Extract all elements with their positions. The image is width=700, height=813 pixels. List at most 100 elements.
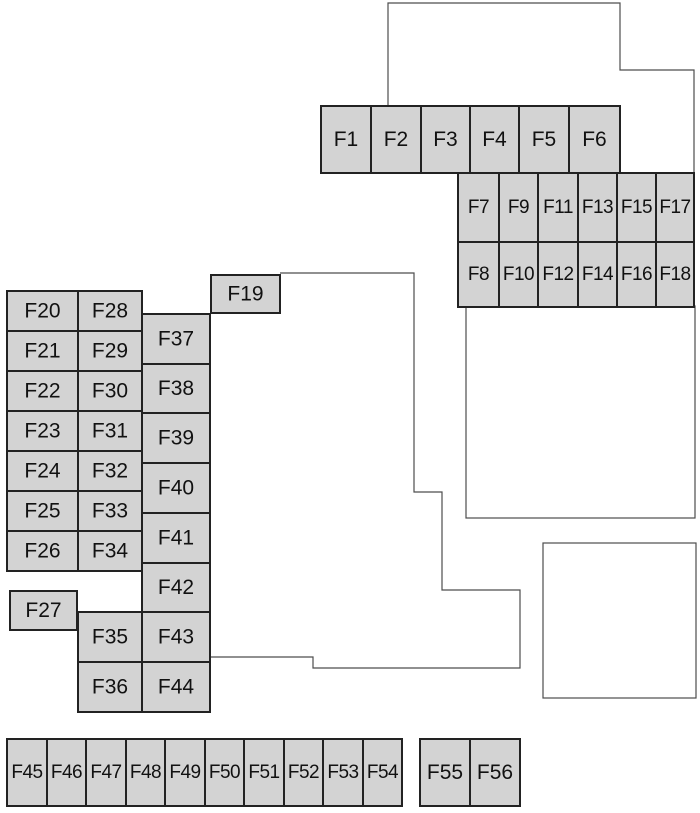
- fuse-slot: [320, 105, 372, 174]
- fuse-slot: [77, 410, 143, 452]
- fuse-f55: F55: [419, 738, 471, 807]
- fuse-label: F8: [468, 264, 489, 285]
- fuse-slot: [537, 241, 579, 308]
- fuse-f2: F2: [370, 105, 422, 174]
- fuse-f39: F39: [141, 412, 211, 464]
- fuse-f12: F12: [537, 241, 579, 308]
- fuse-f36: F36: [77, 661, 143, 713]
- fuse-f24: F24: [6, 450, 79, 492]
- fuse-label: F4: [482, 128, 507, 151]
- fuse-f26: F26: [6, 530, 79, 572]
- fuse-label: F53: [327, 762, 358, 783]
- fuse-label: F16: [621, 264, 652, 285]
- fuse-label: F27: [25, 599, 61, 622]
- fuse-label: F7: [468, 197, 489, 218]
- fuse-label: F2: [384, 128, 409, 151]
- fuse-slot: [577, 241, 618, 308]
- fuse-label: F11: [543, 197, 573, 218]
- fuse-label: F19: [227, 283, 263, 306]
- fuse-f33: F33: [77, 490, 143, 532]
- fuse-f46: F46: [46, 738, 87, 807]
- fuse-f38: F38: [141, 363, 211, 414]
- fuse-f37: F37: [141, 313, 211, 365]
- fuse-label: F3: [433, 128, 458, 151]
- fuse-label: F39: [158, 427, 194, 450]
- fuse-label: F51: [248, 762, 279, 783]
- right-small-block-outline: [542, 542, 697, 699]
- fuse-f42: F42: [141, 562, 211, 613]
- fuse-f41: F41: [141, 512, 211, 564]
- fuse-f1: F1: [320, 105, 372, 174]
- fuse-slot: [46, 738, 87, 807]
- fuse-f25: F25: [6, 490, 79, 532]
- fuse-label: F35: [92, 626, 128, 649]
- fuse-label: F48: [130, 762, 161, 783]
- fuse-label: F26: [24, 540, 60, 563]
- fuse-slot: [164, 738, 206, 807]
- fuse-label: F31: [92, 420, 128, 443]
- fuse-f43: F43: [141, 611, 211, 663]
- fuse-f17: F17: [655, 172, 695, 243]
- fuse-slot: [655, 241, 695, 308]
- fuse-f34: F34: [77, 530, 143, 572]
- fuse-label: F10: [503, 264, 534, 285]
- fuse-f50: F50: [204, 738, 245, 807]
- fuse-label: F17: [659, 197, 690, 218]
- fuse-f22: F22: [6, 370, 79, 412]
- fuse-slot: [210, 274, 281, 314]
- fuse-label: F6: [582, 128, 607, 151]
- fuse-label: F43: [158, 626, 194, 649]
- fuse-label: F42: [158, 576, 194, 599]
- fuse-slot: [77, 611, 143, 663]
- fuse-label: F5: [532, 128, 557, 151]
- fuse-f45: F45: [6, 738, 48, 807]
- fuse-slot: [6, 530, 79, 572]
- fuse-label: F24: [24, 460, 61, 483]
- fuse-label: F14: [582, 264, 614, 285]
- fuse-f40: F40: [141, 462, 211, 514]
- fuse-label: F45: [11, 762, 42, 783]
- fuse-label: F20: [24, 300, 60, 323]
- fuse-label: F32: [92, 460, 128, 483]
- fuse-label: F13: [582, 197, 613, 218]
- fuse-f9: F9: [498, 172, 539, 243]
- fuse-label: F50: [209, 762, 240, 783]
- fuse-label: F22: [24, 380, 60, 403]
- fuse-f3: F3: [420, 105, 471, 174]
- fuse-label: F44: [158, 676, 195, 699]
- fuse-slot: [77, 530, 143, 572]
- fuse-f10: F10: [498, 241, 539, 308]
- fuse-slot: [141, 412, 211, 464]
- fuse-slot: [655, 172, 695, 243]
- fuse-label: F18: [659, 264, 690, 285]
- fuse-label: F41: [158, 527, 194, 550]
- fuse-label: F25: [24, 500, 60, 523]
- fuse-f30: F30: [77, 370, 143, 412]
- fuse-slot: [141, 313, 211, 365]
- fuse-label: F37: [158, 328, 194, 351]
- fuse-label: F15: [621, 197, 652, 218]
- fuse-f28: F28: [77, 290, 143, 332]
- fuse-label: F29: [92, 340, 128, 363]
- fuse-label: F47: [90, 762, 121, 783]
- fuse-slot: [77, 490, 143, 532]
- fuse-f21: F21: [6, 330, 79, 372]
- fuse-label: F34: [92, 540, 129, 563]
- fuse-label: F40: [158, 477, 194, 500]
- fuse-label: F30: [92, 380, 128, 403]
- fuse-f27: F27: [9, 590, 78, 631]
- fuse-f56: F56: [469, 738, 521, 807]
- fuse-f48: F48: [125, 738, 166, 807]
- fuse-f5: F5: [518, 105, 570, 174]
- fuse-f20: F20: [6, 290, 79, 332]
- top-relay-outline: [387, 2, 695, 173]
- fuse-slot: [420, 105, 471, 174]
- fuse-slot: [125, 738, 166, 807]
- fuse-label: F28: [92, 300, 128, 323]
- fuse-f54: F54: [362, 738, 403, 807]
- fuse-slot: [469, 738, 521, 807]
- fuse-f4: F4: [469, 105, 520, 174]
- fuse-f51: F51: [243, 738, 285, 807]
- fuse-label: F38: [158, 377, 194, 400]
